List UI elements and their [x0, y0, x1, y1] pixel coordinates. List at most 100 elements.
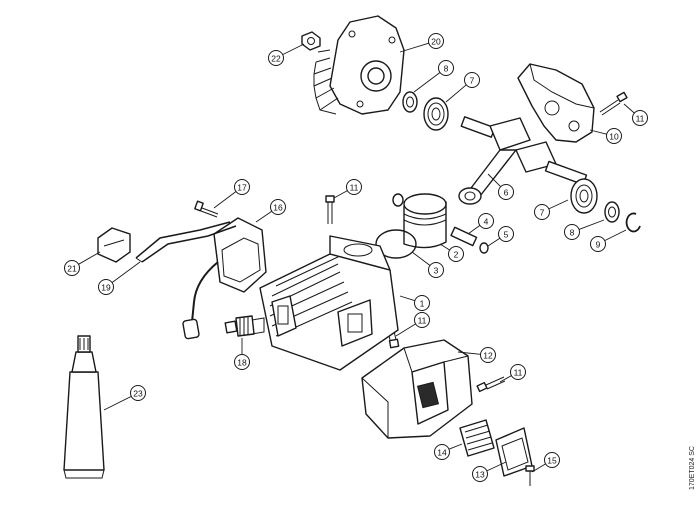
callout-number: 7	[540, 208, 545, 218]
callout-circle	[590, 236, 606, 252]
callout-number: 10	[609, 132, 619, 142]
callout-17: 17	[234, 179, 250, 195]
callout-number: 4	[484, 217, 489, 227]
part-snap-ring	[479, 242, 489, 254]
callout-20: 20	[428, 33, 444, 49]
callout-circle	[632, 110, 648, 126]
part-screw-muffler	[476, 376, 506, 393]
part-grease-tube	[63, 335, 105, 479]
leader-line-21	[78, 251, 101, 265]
callout-circle	[606, 128, 622, 144]
callout-8: 8	[438, 60, 454, 76]
callout-6: 6	[498, 184, 514, 200]
leader-line-23	[103, 395, 132, 411]
leader-line-19	[111, 261, 141, 283]
callout-13: 13	[472, 466, 488, 482]
part-muffler	[361, 339, 473, 439]
callout-number: 11	[514, 368, 523, 378]
leader-line-11	[333, 190, 348, 199]
callout-number: 17	[237, 183, 247, 193]
callout-number: 9	[596, 240, 601, 250]
callout-circle	[428, 33, 444, 49]
callout-circle	[130, 385, 146, 401]
callout-22: 22	[268, 50, 284, 66]
leader-line-8	[578, 219, 605, 230]
drawing-code: 170ET024 SC	[689, 446, 696, 490]
leader-line-17	[213, 191, 237, 209]
callout-number: 19	[101, 283, 111, 293]
leader-line-10	[589, 129, 607, 135]
callout-circle	[448, 246, 464, 262]
part-ignition-module	[213, 217, 267, 293]
part-ball-bearing-lower	[570, 178, 598, 214]
leader-line-11	[623, 103, 635, 114]
leader-line-22	[282, 43, 305, 56]
part-crankcase-half	[313, 15, 405, 115]
callout-circle	[268, 50, 284, 66]
part-screw-ignition	[194, 200, 219, 218]
leader-line-13	[486, 461, 507, 472]
callout-7: 7	[534, 204, 550, 220]
callout-circle	[438, 60, 454, 76]
callout-number: 16	[273, 203, 283, 213]
callout-circle	[270, 199, 286, 215]
part-piston-ring	[375, 229, 417, 259]
callout-23: 23	[130, 385, 146, 401]
part-spark-plug	[224, 315, 265, 337]
leader-line-16	[255, 210, 273, 223]
callout-number: 11	[418, 316, 427, 326]
callout-circle	[480, 347, 496, 363]
callout-number: 2	[454, 250, 459, 260]
callout-12: 12	[480, 347, 496, 363]
leader-line-11	[499, 375, 512, 383]
callout-number: 7	[470, 76, 475, 86]
part-small-clip	[392, 193, 404, 207]
callout-11: 11	[346, 179, 362, 195]
callout-circle	[234, 179, 250, 195]
callout-circle	[98, 279, 114, 295]
part-contact-clip	[97, 227, 131, 263]
part-screw-cylinder-top	[325, 195, 335, 224]
part-nut	[301, 31, 321, 51]
callout-circle	[498, 184, 514, 200]
callout-number: 5	[504, 230, 509, 240]
callout-7: 7	[464, 72, 480, 88]
callout-number: 21	[67, 264, 77, 274]
callout-number: 22	[271, 54, 281, 64]
part-piston-pin	[450, 226, 478, 247]
leader-line-9	[604, 229, 627, 242]
part-ball-bearing-upper	[423, 97, 449, 131]
leader-line-7	[445, 84, 467, 103]
part-cylinder	[259, 235, 399, 371]
callout-circle	[346, 179, 362, 195]
leader-line-20	[399, 42, 429, 53]
callout-4: 4	[478, 213, 494, 229]
leader-line-2	[439, 243, 450, 251]
part-spark-screen	[459, 419, 495, 457]
callout-number: 3	[434, 266, 439, 276]
callout-2: 2	[448, 246, 464, 262]
leader-line-12	[457, 351, 481, 355]
part-ignition-lead	[182, 261, 219, 340]
leader-line-5	[487, 237, 501, 247]
callout-3: 3	[428, 262, 444, 278]
callout-number: 20	[431, 37, 441, 47]
callout-circle	[534, 204, 550, 220]
callout-circle	[234, 354, 250, 370]
callout-18: 18	[234, 354, 250, 370]
leader-line-3	[411, 251, 431, 266]
callout-number: 11	[636, 114, 645, 124]
part-crankshaft	[458, 116, 588, 205]
callout-number: 12	[483, 351, 493, 361]
callout-1: 1	[414, 295, 430, 311]
callout-circle	[414, 312, 430, 328]
leader-line-7	[548, 199, 569, 210]
part-screw-cover	[525, 465, 535, 486]
callout-number: 23	[133, 389, 143, 399]
callout-number: 14	[437, 448, 447, 458]
callout-9: 9	[590, 236, 606, 252]
part-oil-seal-upper	[402, 91, 418, 113]
callout-21: 21	[64, 260, 80, 276]
callout-circle	[544, 452, 560, 468]
